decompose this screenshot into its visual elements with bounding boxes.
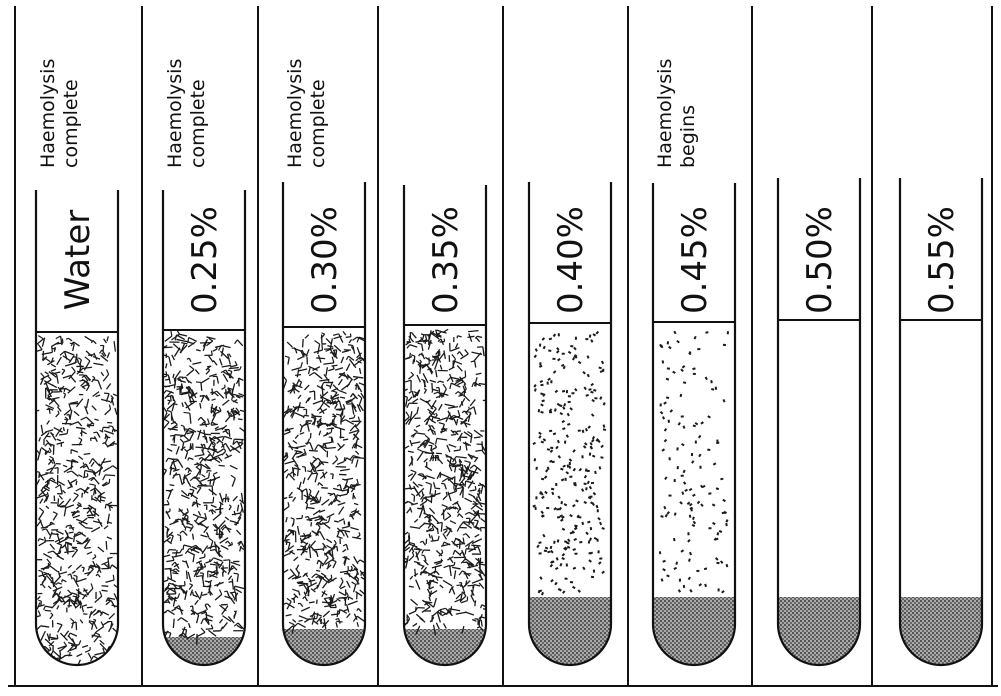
tube-contents (776, 597, 862, 667)
test-tube: 0.35% (397, 185, 490, 667)
concentration-label: Water (58, 210, 98, 311)
cell-sediment (651, 597, 737, 667)
concentration-label: 0.45% (675, 206, 715, 314)
haemolysis-note: complete (307, 79, 329, 168)
haemolysis-note: Haemolysis (164, 59, 186, 168)
test-tube: 0.50% (776, 178, 862, 667)
haemolysis-note: complete (187, 79, 209, 168)
tube-contents (397, 329, 490, 667)
tube-contents (527, 332, 613, 667)
diagram-frame (8, 6, 998, 686)
tube-contents (32, 336, 121, 669)
tube-contents (280, 331, 368, 667)
cell-sediment (776, 597, 862, 667)
cell-sediment (281, 629, 367, 667)
tube-contents (651, 331, 737, 667)
concentration-label: 0.40% (551, 206, 591, 314)
concentration-label: 0.50% (800, 206, 840, 314)
haemolysis-note: begins (677, 105, 699, 168)
cell-sediment (527, 597, 613, 667)
test-tube: 0.55% (898, 178, 984, 667)
haemolysis-note: complete (60, 79, 82, 168)
cell-sediment (898, 597, 984, 667)
haemolysis-note: Haemolysis (654, 59, 676, 168)
cell-sediment (402, 629, 488, 667)
tube-contents (158, 329, 249, 667)
test-tube: 0.40% (527, 182, 613, 667)
tube-contents (898, 597, 984, 667)
concentration-label: 0.35% (426, 206, 466, 314)
concentration-label: 0.30% (305, 206, 345, 314)
haemolysis-note: Haemolysis (284, 59, 306, 168)
haemolysis-note: Haemolysis (37, 59, 59, 168)
concentration-label: 0.55% (922, 206, 962, 314)
concentration-label: 0.25% (185, 206, 225, 314)
